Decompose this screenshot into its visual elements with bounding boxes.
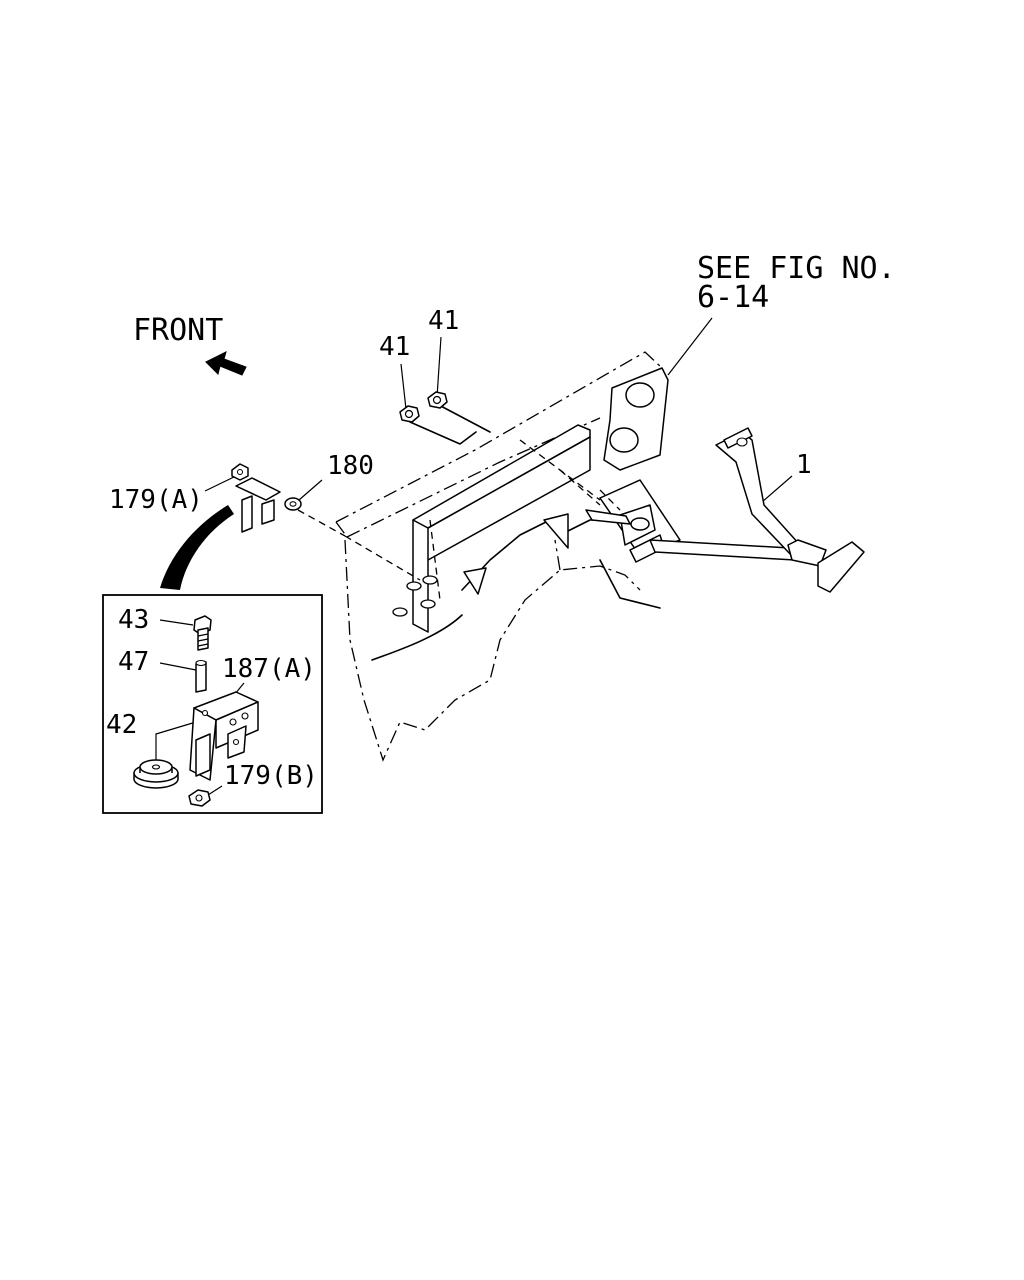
callout-179b: 179(B) — [224, 761, 318, 791]
detail-arrow-icon — [160, 505, 234, 590]
callout-41-right: 41 — [428, 306, 459, 336]
frame-bracket-plate — [392, 424, 591, 633]
callout-41-left: 41 — [379, 332, 410, 362]
see-fig-label-line1: SEE FIG NO. — [697, 251, 896, 286]
fig-6-14-plate — [603, 367, 669, 471]
pedal-assembly — [559, 427, 865, 593]
callout-180: 180 — [327, 451, 374, 481]
callout-1: 1 — [796, 450, 812, 480]
callout-187a: 187(A) — [222, 654, 316, 684]
front-label: FRONT — [133, 313, 223, 348]
washer-180 — [284, 497, 302, 511]
callout-43: 43 — [118, 605, 149, 635]
collar-47 — [195, 659, 207, 693]
nut-179b — [188, 789, 211, 807]
front-arrow-icon — [205, 351, 247, 376]
callout-179a: 179(A) — [109, 485, 203, 515]
mount-179a — [231, 463, 281, 533]
detail-box — [102, 594, 323, 814]
nut-41-pair — [399, 391, 491, 445]
callout-47: 47 — [118, 647, 149, 677]
leader-lines — [155, 317, 793, 796]
bolt-43 — [193, 615, 212, 651]
see-fig-label-line2: 6-14 — [697, 280, 769, 315]
callout-42: 42 — [106, 710, 137, 740]
rubber-mount-42 — [133, 759, 179, 789]
bracket-187a — [189, 691, 259, 781]
